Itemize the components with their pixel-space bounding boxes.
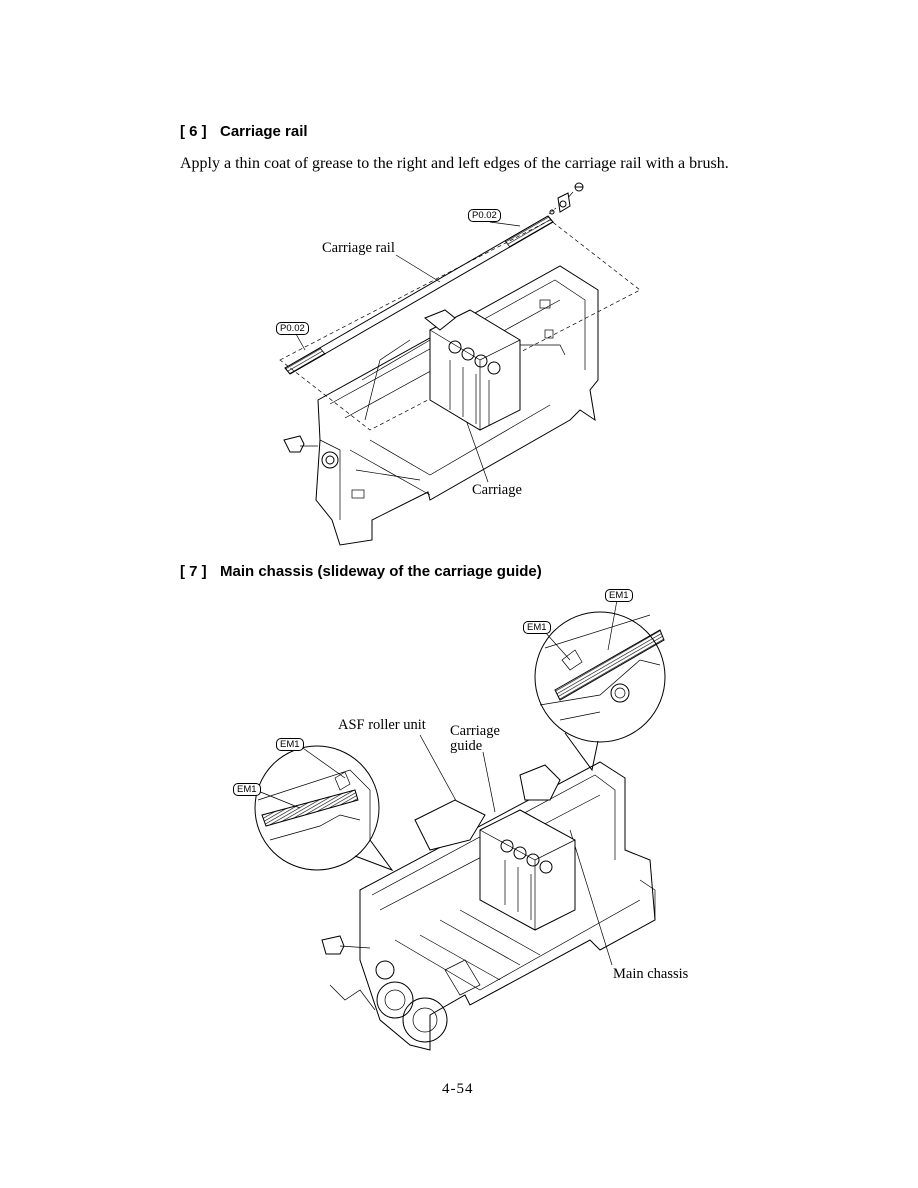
em1-tag-detail-right-left: EM1 — [523, 621, 551, 634]
grease-tag-left-leader — [295, 333, 306, 351]
section-7-heading: [ 7 ] Main chassis (slideway of the carri… — [180, 563, 542, 580]
grease-tag-rail-left: P0.02 — [276, 322, 309, 335]
main-assembly — [321, 761, 656, 1051]
em1-tag-detail-right-top: EM1 — [605, 589, 633, 602]
asf-roller-leader — [419, 734, 461, 809]
carriage-label: Carriage — [472, 482, 522, 498]
section-6-instruction: Apply a thin coat of grease to the right… — [180, 155, 729, 172]
grease-tag-right-leader — [489, 221, 521, 227]
carriage-rail-leader — [395, 254, 441, 283]
section-6-heading: [ 6 ] Carriage rail — [180, 123, 308, 140]
main-chassis-label: Main chassis — [613, 966, 689, 982]
em1-tag-detail-left-top: EM1 — [276, 738, 304, 751]
section-6-title: Carriage rail — [220, 123, 308, 140]
carriage-block — [424, 309, 566, 431]
asf-roller-unit-label: ASF roller unit — [338, 717, 426, 733]
rail-end-bracket — [548, 182, 584, 215]
page-number: 4-54 — [442, 1081, 474, 1097]
section-7-number: [ 7 ] — [180, 563, 207, 580]
carriage-guide-label-line2: guide — [450, 738, 483, 754]
carriage-guide-leader — [482, 751, 496, 813]
grease-tag-rail-right: P0.02 — [468, 209, 501, 222]
detail-circle-left — [254, 745, 394, 872]
section-6-number: [ 6 ] — [180, 123, 207, 140]
detail-circle-right — [534, 599, 666, 772]
carriage-leader — [465, 419, 489, 483]
main-chassis-leader — [569, 829, 613, 966]
section-7-title: Main chassis (slideway of the carriage g… — [220, 563, 542, 580]
carriage-guide-label-line1: Carriage — [450, 723, 500, 739]
carriage-rail-label: Carriage rail — [322, 240, 395, 256]
em1-tag-detail-left-left: EM1 — [233, 783, 261, 796]
